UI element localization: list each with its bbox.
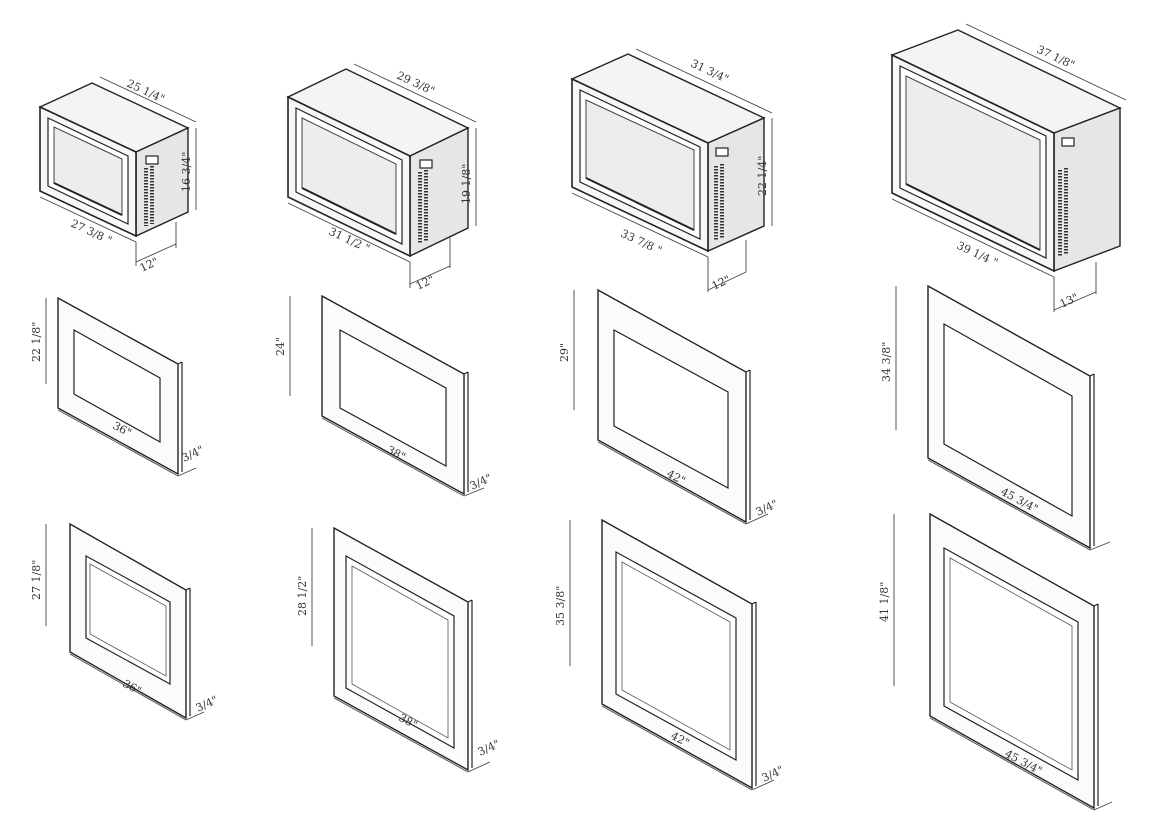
box-2-height: 19 1/8" [460, 164, 473, 204]
box-2-depth: 12" [414, 273, 437, 293]
dimension-lines-frame-1 [45, 524, 205, 721]
box-4-top-width: 37 1/8" [1035, 43, 1077, 72]
dimension-lines-panel-4 [895, 286, 1111, 551]
frame-3 [601, 518, 757, 790]
frame-2-thickness: 3/4" [476, 737, 502, 758]
dimension-lines-frame-2 [311, 528, 491, 773]
frame-3-height: 35 3/8" [554, 586, 567, 626]
box-4-depth: 13" [1058, 291, 1081, 311]
surround-panel-4 [927, 284, 1095, 550]
box-4-front-width: 39 1/4 " [955, 239, 1000, 269]
panel-3-height: 29" [558, 343, 571, 362]
frame-4 [929, 512, 1099, 810]
dimension-lines-frame-3 [569, 520, 775, 791]
frame-3-thickness: 3/4" [760, 763, 786, 784]
box-3-height: 22 1/4" [756, 156, 769, 196]
frame-1-height: 27 1/8" [30, 560, 43, 600]
dimension-lines-box-3 [571, 48, 773, 292]
frame-4-height: 41 1/8" [878, 582, 891, 622]
panel-1-height: 22 1/8" [30, 322, 43, 362]
fireplace-box-3 [570, 53, 766, 253]
fireplace-box-2 [286, 68, 470, 258]
box-3-depth: 12" [710, 273, 733, 293]
panel-4-height: 34 3/8" [880, 342, 893, 382]
dimension-lines-box-2 [287, 63, 477, 288]
surround-panel-2 [321, 294, 469, 496]
frame-2 [333, 526, 473, 772]
panel-2-height: 24" [274, 337, 287, 356]
frame-2-height: 28 1/2" [296, 576, 309, 616]
box-1-depth: 12" [138, 255, 161, 275]
surround-panel-1 [57, 296, 183, 476]
dimension-lines-frame-4 [893, 514, 1113, 811]
dimension-lines-panel-3 [573, 290, 769, 525]
fireplace-box-4 [890, 29, 1122, 273]
panel-3-thickness: 3/4" [754, 497, 780, 518]
fireplace-box-1 [38, 82, 190, 238]
box-3-top-width: 31 3/4" [689, 57, 731, 86]
surround-panel-3 [597, 288, 751, 524]
dimension-lines-box-1 [39, 76, 197, 266]
dimension-lines-box-4 [891, 23, 1127, 312]
frame-1 [69, 522, 191, 720]
box-1-height: 16 3/4" [180, 152, 193, 192]
panel-1-thickness: 3/4" [180, 443, 206, 464]
dimension-lines-panel-2 [289, 296, 485, 497]
box-3-front-width: 33 7/8 " [619, 227, 664, 257]
frame-1-thickness: 3/4" [194, 693, 220, 714]
dimension-lines-panel-1 [45, 298, 197, 477]
